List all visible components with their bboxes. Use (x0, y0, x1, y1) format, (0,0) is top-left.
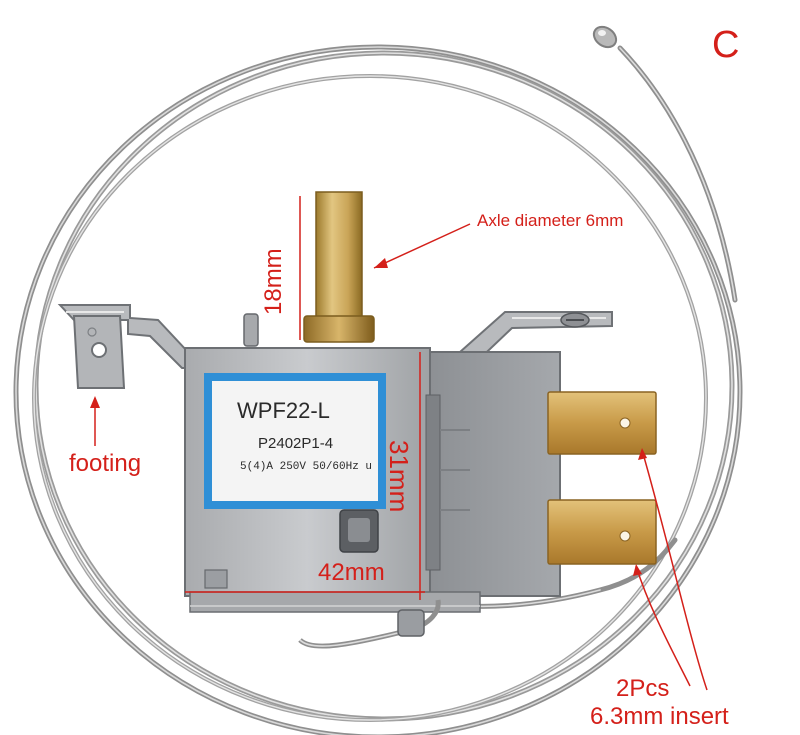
product-label-sticker (204, 373, 386, 509)
footing-label: footing (69, 450, 142, 477)
footing-tab (72, 315, 126, 389)
body-width-label: 42mm (318, 559, 385, 586)
variant-letter: C (712, 24, 740, 66)
body-height-label: 31mm (384, 440, 414, 513)
bracket-screw-icon (560, 312, 590, 328)
insert-size-label: 6.3mm insert (590, 703, 729, 730)
sticker-rating-text: 5(4)A 250V 50/60Hz u (240, 461, 373, 473)
control-shaft (243, 191, 375, 347)
sticker-model-text: WPF22-L (237, 398, 330, 423)
sticker-part-number-text: P2402P1-4 (258, 435, 334, 452)
terminal-insert-lower (547, 499, 657, 565)
terminal-insert-upper (547, 391, 657, 455)
sensor-bulb-icon (592, 25, 618, 49)
dimension-guides (94, 196, 708, 691)
bottom-frame (189, 591, 481, 649)
shaft-height-label: 18mm (260, 248, 287, 315)
axle-diameter-label: Axle diameter 6mm (477, 211, 624, 230)
insert-quantity-label: 2Pcs (616, 675, 670, 702)
dimension-arrowheads (90, 258, 647, 576)
